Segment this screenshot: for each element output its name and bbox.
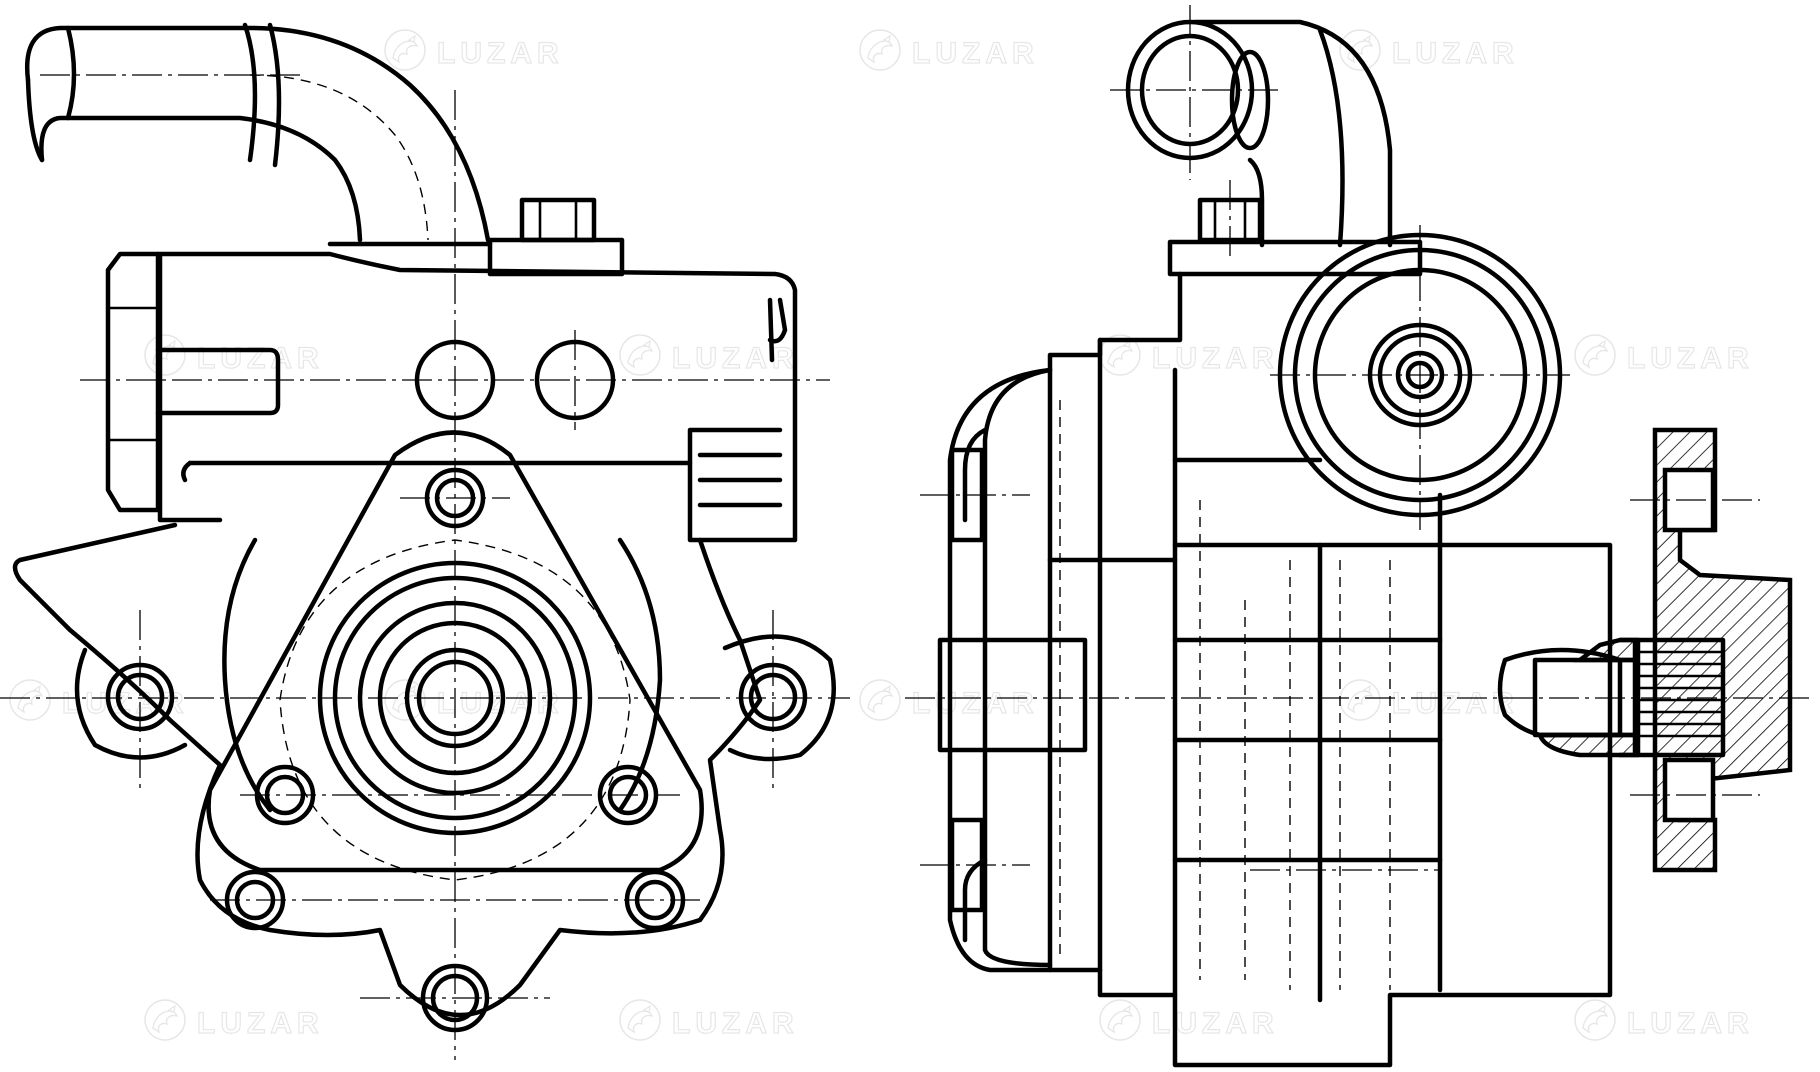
- centre-lines: [0, 74, 850, 1060]
- svg-text:LUZAR: LUZAR: [197, 1007, 324, 1040]
- svg-text:LUZAR: LUZAR: [912, 687, 1039, 720]
- watermark: LUZAR: [1099, 334, 1279, 376]
- main-housing: [12, 522, 763, 1018]
- svg-text:LUZAR: LUZAR: [1152, 342, 1279, 375]
- side-bolt: [1167, 197, 1423, 277]
- svg-text:LUZAR: LUZAR: [1392, 37, 1519, 70]
- svg-text:LUZAR: LUZAR: [1627, 1007, 1754, 1040]
- side-centre-lines: [905, 180, 1815, 871]
- pump-side-view: [905, 5, 1815, 1068]
- outlet-fitting: [1110, 5, 1393, 248]
- svg-text:LUZAR: LUZAR: [672, 342, 799, 375]
- svg-text:LUZAR: LUZAR: [1152, 1007, 1279, 1040]
- watermark: LUZAR: [144, 999, 324, 1041]
- svg-text:LUZAR: LUZAR: [1627, 342, 1754, 375]
- hex-plug: [105, 251, 281, 513]
- watermark: LUZAR: [144, 334, 324, 376]
- svg-text:LUZAR: LUZAR: [672, 1007, 799, 1040]
- watermark: LUZAR: [859, 679, 1039, 721]
- hidden-lines: [1059, 400, 1391, 990]
- watermark: LUZAR: [1574, 334, 1754, 376]
- watermark: LUZAR: [1339, 29, 1519, 71]
- pressure-chamber: [1270, 225, 1570, 530]
- watermark: LUZAR: [619, 999, 799, 1041]
- svg-text:LUZAR: LUZAR: [912, 37, 1039, 70]
- upper-body: [155, 251, 798, 543]
- watermark: LUZAR: [1099, 999, 1279, 1041]
- pump-front-view: [0, 22, 850, 1060]
- end-cover: [920, 367, 1088, 968]
- svg-text:LUZAR: LUZAR: [197, 342, 324, 375]
- watermark: LUZAR: [859, 29, 1039, 71]
- watermark: LUZAR: [1339, 679, 1519, 721]
- svg-text:LUZAR: LUZAR: [437, 37, 564, 70]
- svg-text:LUZAR: LUZAR: [1392, 687, 1519, 720]
- outlet-pipe: [24, 22, 491, 243]
- watermark-layer: LUZAR LUZAR LUZAR LUZAR LUZAR LUZAR LUZA…: [9, 29, 1754, 1041]
- top-bolt: [327, 197, 625, 277]
- watermark: LUZAR: [384, 29, 564, 71]
- watermark: LUZAR: [1574, 999, 1754, 1041]
